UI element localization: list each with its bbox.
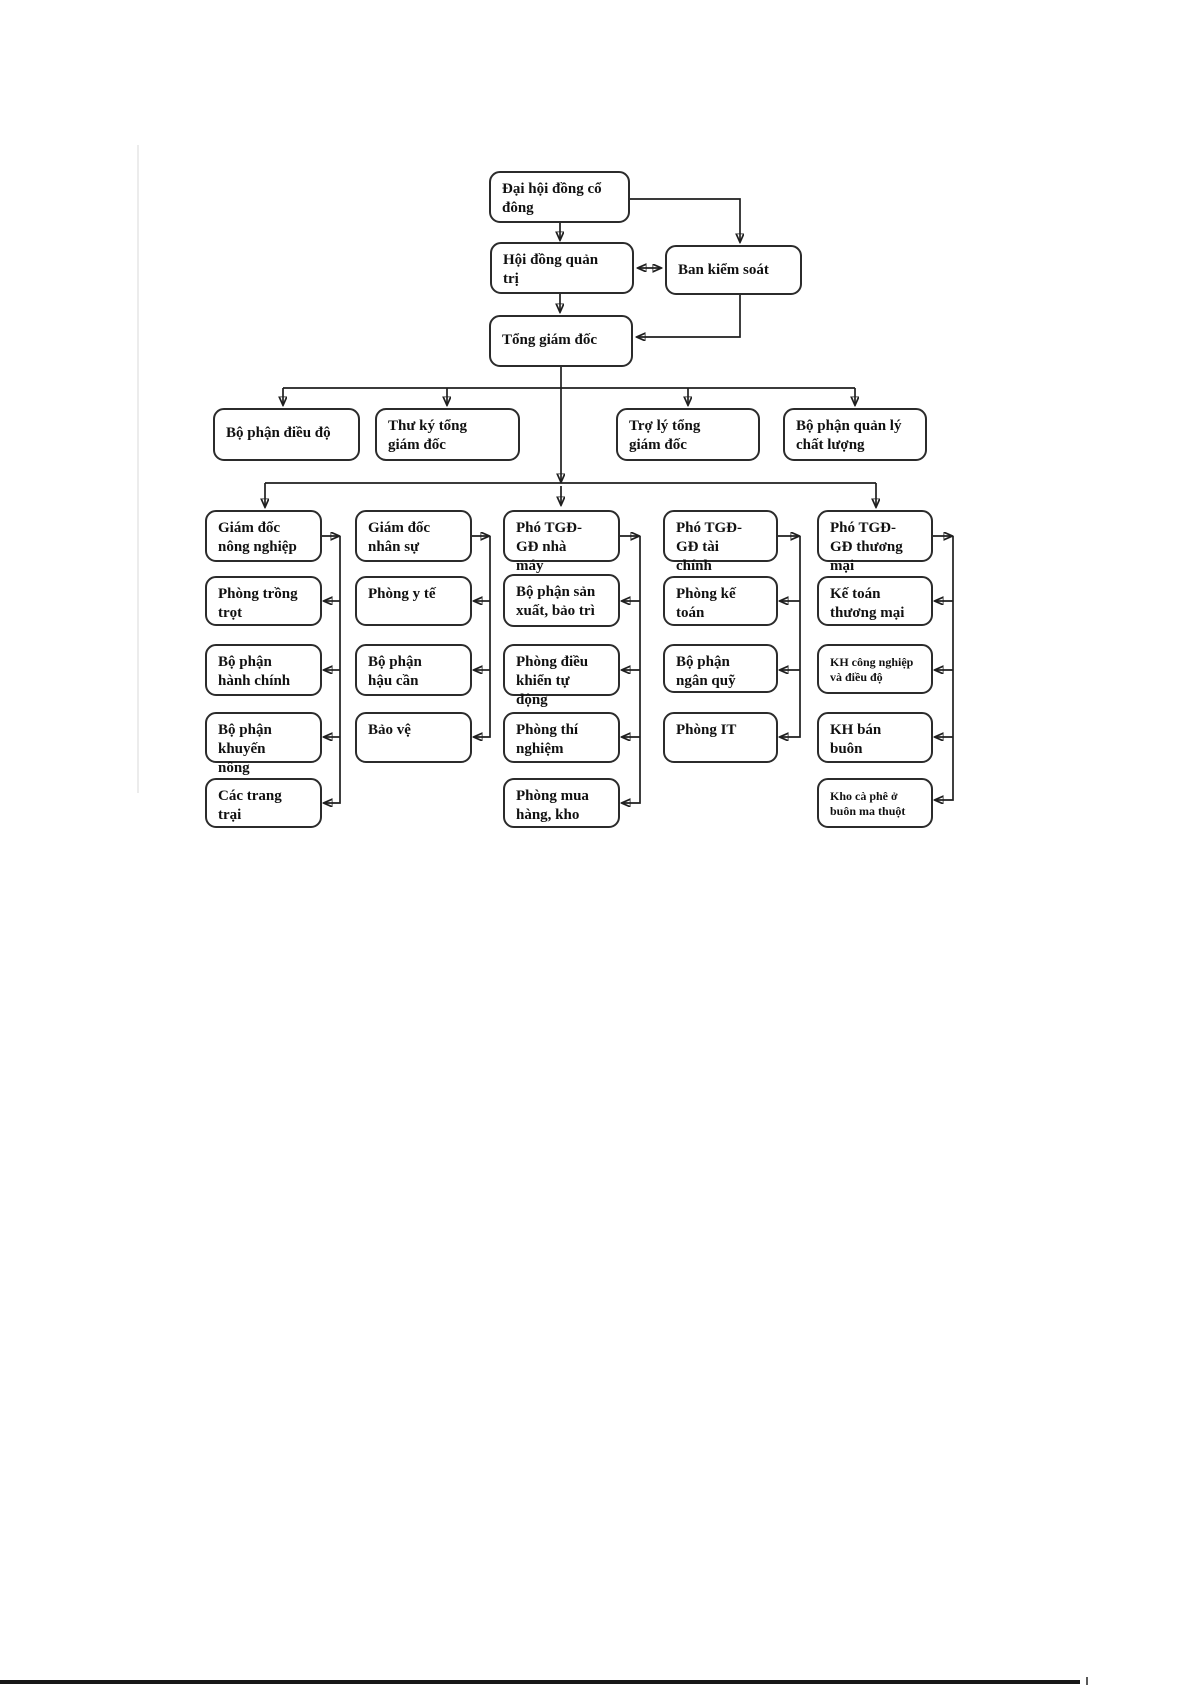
node-medical-dept: Phòng y tế: [355, 576, 472, 626]
node-factory-vp: Phó TGĐ- GĐ nhà máy: [503, 510, 620, 574]
node-shareholders: Đại hội đồng cổ đông: [489, 171, 630, 223]
node-laboratory: Phòng thí nghiệm: [503, 712, 620, 763]
node-commercial-vp: Phó TGĐ- GĐ thương mại: [817, 510, 933, 574]
spine-commercial-column: [933, 536, 954, 800]
node-security: Bảo vệ: [355, 712, 472, 763]
node-logistics-dept: Bộ phận hậu cần: [355, 644, 472, 696]
node-treasury-dept: Bộ phận ngân quỹ: [663, 644, 778, 693]
node-general-director: Tổng giám đốc: [489, 315, 633, 367]
page-bottom-border: [0, 1680, 1080, 1684]
node-dispatch-dept: Bộ phận điều độ: [213, 408, 360, 461]
node-purchasing-dept: Phòng mua hàng, kho: [503, 778, 620, 828]
node-automation-dept: Phòng điều khiển tự động: [503, 644, 620, 708]
edge-gd-staff-row: [283, 367, 855, 482]
node-cultivation-dept: Phòng trồng trọt: [205, 576, 322, 626]
spine-finance-column: [778, 536, 801, 737]
node-supervisory-board: Ban kiểm soát: [665, 245, 802, 295]
node-agri-director: Giám đốc nông nghiệp: [205, 510, 322, 562]
node-accounting-dept: Phòng kế toán: [663, 576, 778, 626]
node-farms: Các trang trại: [205, 778, 322, 828]
node-board-of-directors: Hội đồng quản trị: [490, 242, 634, 294]
spine-factory-column: [620, 536, 641, 803]
node-production-dept: Bộ phận sản xuất, bảo trì: [503, 574, 620, 627]
node-quality-dept: Bộ phận quản lý chất lượng: [783, 408, 927, 461]
page-edge-line: [137, 145, 139, 793]
node-coffee-warehouse: Kho cà phê ở buôn ma thuột: [817, 778, 933, 828]
node-gd-assistant: Trợ lý tổng giám đốc: [616, 408, 760, 461]
node-finance-vp: Phó TGĐ- GĐ tài chính: [663, 510, 778, 574]
edge-shareholders-supervisory: [630, 198, 740, 242]
node-admin-dept: Bộ phận hành chính: [205, 644, 322, 696]
node-extension-dept: Bộ phận khuyến nông: [205, 712, 322, 776]
page-bottom-tick: [1086, 1677, 1088, 1685]
node-gd-secretary: Thư ký tổng giám đốc: [375, 408, 520, 461]
node-industrial-customers: KH công nghiệp và điều độ: [817, 644, 933, 694]
node-it-dept: Phòng IT: [663, 712, 778, 763]
spine-agriculture-column: [322, 536, 341, 803]
node-commercial-accounting: Kế toán thương mại: [817, 576, 933, 626]
node-hr-director: Giám đốc nhân sự: [355, 510, 472, 562]
edge-supervisory-general-director: [637, 295, 741, 337]
edge-gd-divisions: [265, 482, 876, 507]
spine-hr-column: [472, 536, 491, 737]
node-wholesale-customers: KH bán buôn: [817, 712, 933, 763]
